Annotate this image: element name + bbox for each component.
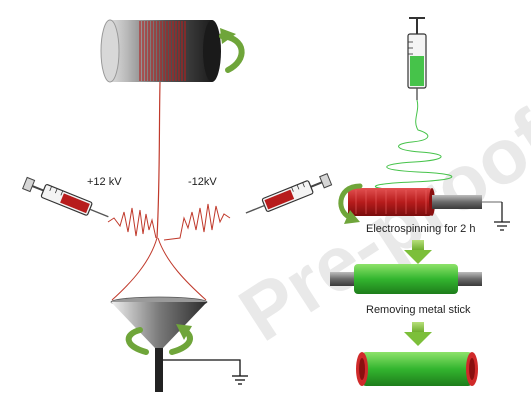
funnel-rotation-arrow-icon	[125, 324, 193, 355]
spool-rotation-arrow-icon	[219, 28, 245, 73]
right-syringe	[245, 173, 333, 214]
coated-stick	[330, 264, 482, 294]
fiber-cone-left	[111, 237, 158, 301]
voltage-positive-label: +12 kV	[87, 176, 122, 188]
voltage-negative-label: -12kV	[188, 176, 217, 188]
fiber-strand	[156, 81, 161, 239]
fiber-cone-right	[157, 237, 207, 301]
process-arrow-down-2-icon	[404, 322, 432, 346]
vertical-syringe	[407, 17, 427, 100]
right-jet	[163, 203, 231, 241]
ground-symbol-icon	[163, 359, 248, 385]
collector-rod	[348, 188, 502, 216]
collector-spool	[100, 19, 221, 83]
step-electrospinning-label: Electrospinning for 2 h	[366, 223, 475, 235]
final-tube	[356, 352, 478, 386]
left-panel: +12 kV -12kV	[22, 19, 333, 392]
wound-fiber	[139, 21, 186, 81]
right-panel: Electrospinning for 2 h Removing metal s…	[330, 17, 510, 386]
green-fiber-jet	[374, 99, 453, 191]
rotating-funnel	[110, 296, 208, 392]
left-jet	[107, 207, 157, 239]
left-syringe	[22, 176, 109, 218]
process-arrow-down-icon	[404, 240, 432, 264]
rod-rotation-arrow-icon	[338, 183, 363, 224]
ground-symbol-right-icon	[494, 202, 510, 231]
step-removing-label: Removing metal stick	[366, 304, 471, 316]
